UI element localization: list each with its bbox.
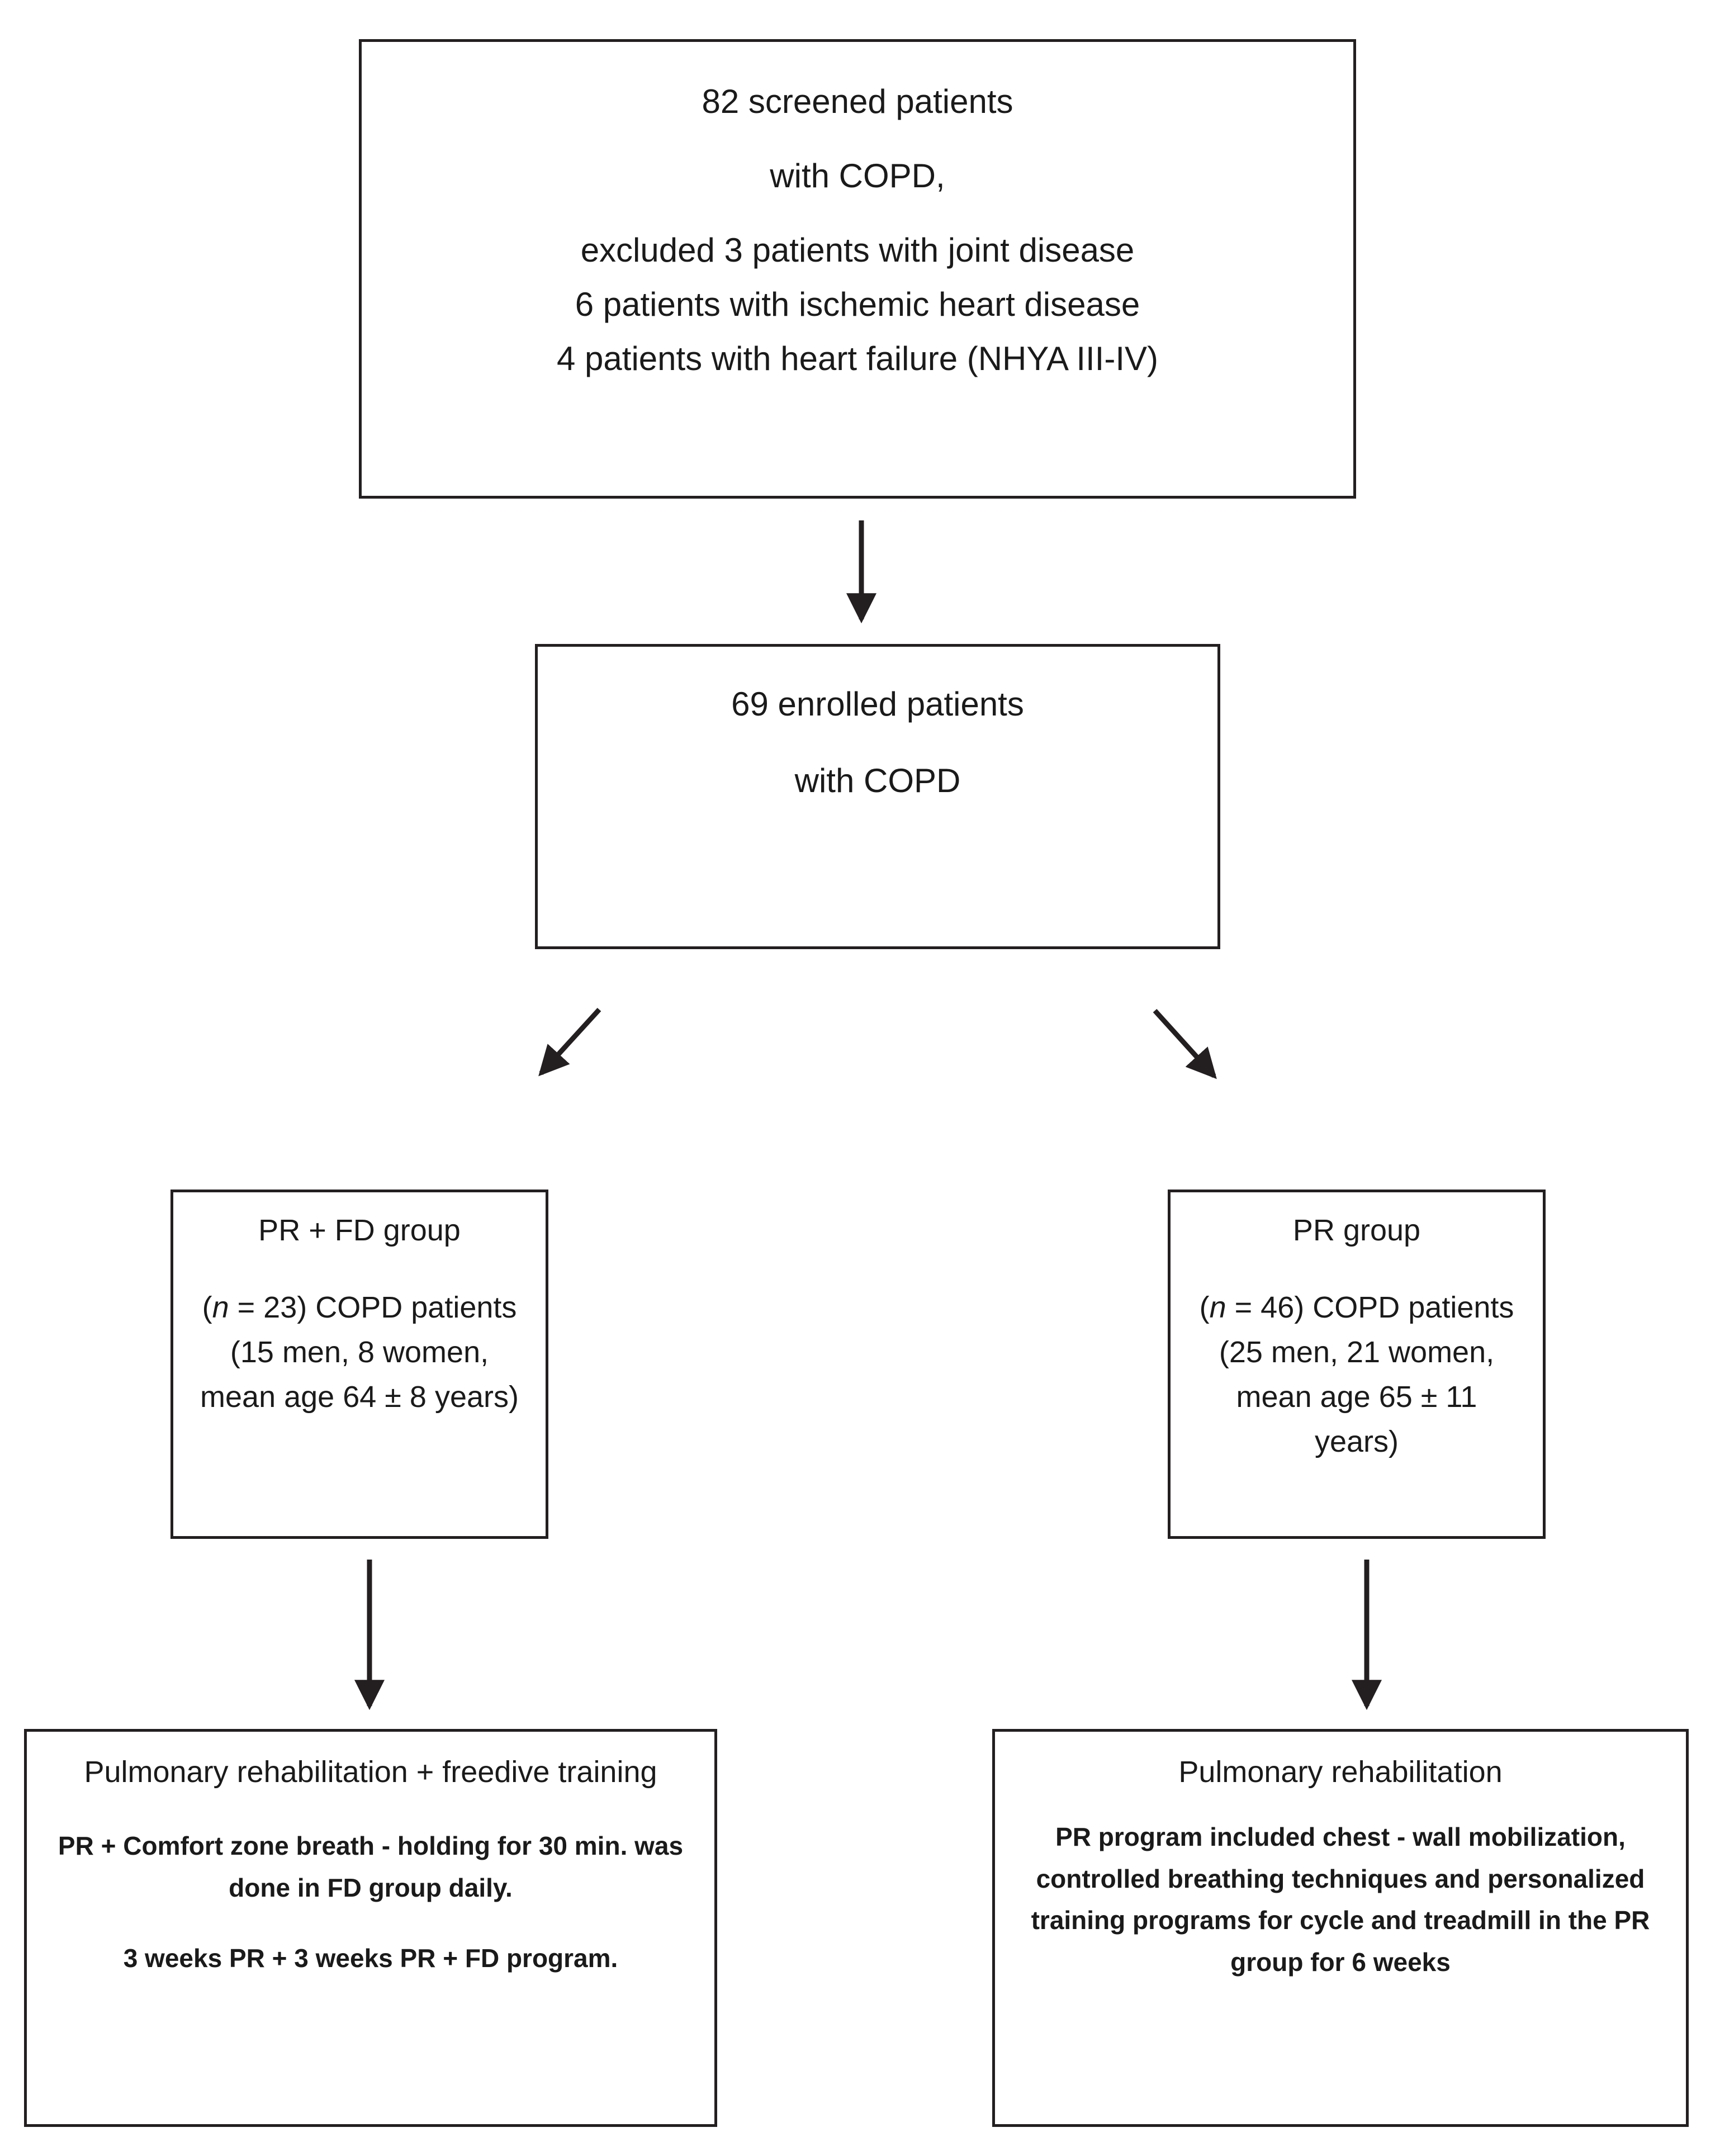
program-pr-fd-heading: Pulmonary rehabilitation + freedive trai… — [84, 1755, 657, 1789]
pr-fd-group-details: (n = 23) COPD patients (15 men, 8 women,… — [173, 1286, 546, 1420]
pr-n-symbol: n — [1209, 1290, 1226, 1324]
program-pr-fd-paragraph-2: 3 weeks PR + 3 weeks PR + FD program. — [123, 1944, 618, 1973]
pr-group-title: PR group — [1292, 1214, 1421, 1247]
box-program-pr-fd: Pulmonary rehabilitation + freedive trai… — [24, 1729, 717, 2127]
screened-line-5: 4 patients with heart failure (NHYA III-… — [557, 340, 1158, 377]
arrow-enrolled-to-group-left — [538, 1007, 601, 1077]
arrow-enrolled-to-group-right — [1153, 1008, 1217, 1079]
program-pr-fd-paragraph-1: PR + Comfort zone breath - holding for 3… — [58, 1831, 684, 1902]
pr-n-value: = 46) COPD patients (25 men, 21 women, m… — [1219, 1290, 1514, 1458]
box-screened-patients: 82 screened patients with COPD, excluded… — [359, 39, 1356, 499]
pr-group-details: (n = 46) COPD patients (25 men, 21 women… — [1171, 1286, 1543, 1465]
program-pr-heading: Pulmonary rehabilitation — [1178, 1755, 1503, 1789]
enrolled-line-1: 69 enrolled patients — [731, 685, 1024, 723]
pr-fd-n-prefix: ( — [202, 1290, 212, 1324]
enrolled-line-2: with COPD — [794, 762, 961, 799]
pr-fd-n-value: = 23) COPD patients (15 men, 8 women, me… — [200, 1290, 519, 1414]
box-enrolled-patients: 69 enrolled patients with COPD — [535, 644, 1220, 949]
program-pr-paragraph-1: PR program included chest - wall mobiliz… — [1031, 1822, 1650, 1977]
pr-fd-n-symbol: n — [212, 1290, 229, 1324]
screened-line-2: with COPD, — [770, 157, 945, 195]
screened-line-1: 82 screened patients — [702, 83, 1013, 120]
box-pr-group: PR group (n = 46) COPD patients (25 men,… — [1168, 1190, 1546, 1539]
screened-line-3: excluded 3 patients with joint disease — [580, 231, 1135, 269]
box-pr-fd-group: PR + FD group (n = 23) COPD patients (15… — [170, 1190, 548, 1539]
screened-line-4: 6 patients with ischemic heart disease — [575, 286, 1140, 323]
pr-n-prefix: ( — [1199, 1290, 1210, 1324]
pr-fd-group-title: PR + FD group — [258, 1214, 461, 1247]
box-program-pr: Pulmonary rehabilitation PR program incl… — [992, 1729, 1689, 2127]
